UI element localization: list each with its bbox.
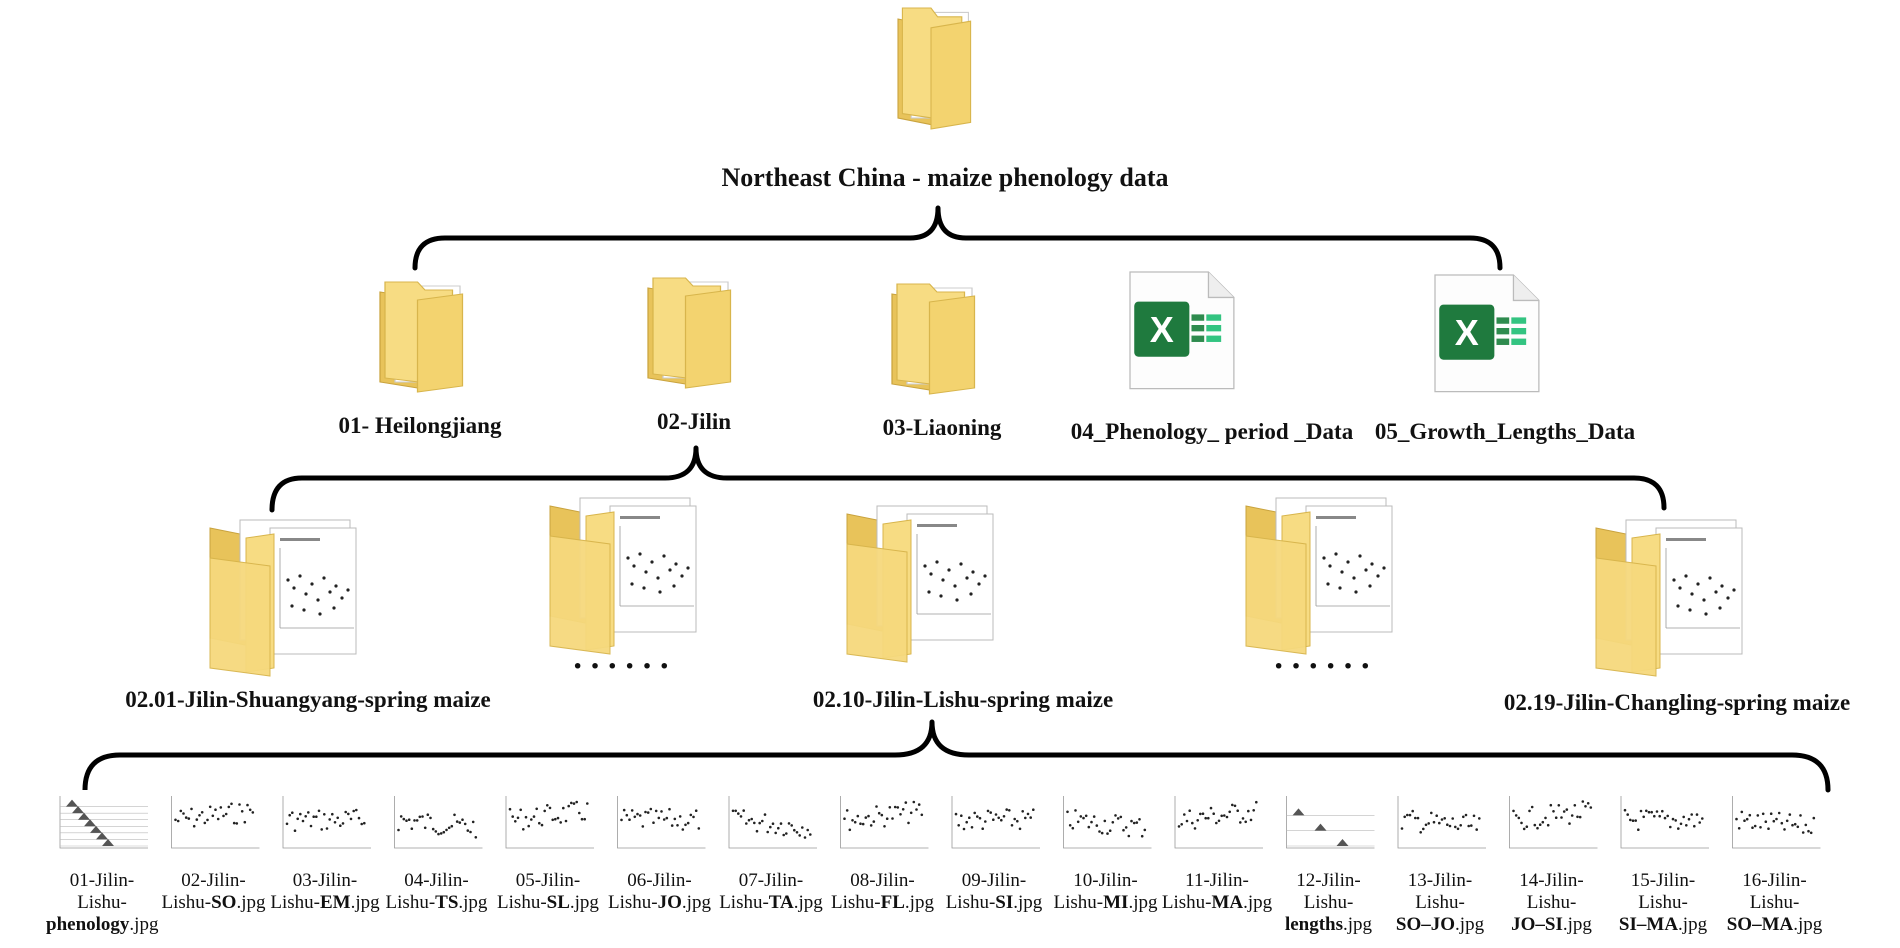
file-thumbnail[interactable] [1390,790,1490,856]
chart-folder-icon[interactable] [1595,519,1743,677]
file-label[interactable]: 14-Jilin-Lishu-JO–SI.jpg [1511,870,1592,935]
file-label[interactable]: 09-Jilin-Lishu-SI.jpg [945,870,1043,913]
file-thumbnail[interactable] [944,790,1044,856]
chart-folder-icon[interactable] [846,505,994,663]
file-label[interactable]: 04-Jilin-Lishu-TS.jpg [385,870,488,913]
chart-folder-icon[interactable] [1245,497,1393,655]
chart-folder-icon[interactable] [549,497,697,655]
file-thumbnail[interactable] [1724,790,1825,856]
folder-icon[interactable] [379,281,464,393]
excel-file-icon[interactable] [1129,271,1235,390]
file-label[interactable]: 07-Jilin-Lishu-TA.jpg [719,870,823,913]
file-thumbnail[interactable] [1167,790,1267,856]
file-label[interactable]: 05-Jilin-Lishu-SL.jpg [497,870,599,913]
file-label[interactable]: 10-Jilin-Lishu-MI.jpg [1053,870,1158,913]
file-label[interactable]: 12-Jilin-Lishu-lengths.jpg [1284,870,1373,935]
file-thumbnail[interactable] [1613,790,1713,856]
file-label[interactable]: 16-Jilin-Lishu-SO–MA.jpg [1726,870,1823,935]
file-thumbnails [52,790,1825,856]
file-thumbnail[interactable] [52,790,152,856]
level1-label-phenology-data: 04_Phenology_ period _Data [1070,419,1354,444]
file-label[interactable]: 06-Jilin-Lishu-JO.jpg [608,870,711,913]
file-thumbnail[interactable] [1501,790,1602,856]
file-thumbnail[interactable] [163,790,264,856]
root-label: Northeast China - maize phenology data [721,163,1169,192]
chart-folder-icon[interactable] [209,519,357,677]
file-label[interactable]: 01-Jilin-Lishu-phenology.jpg [46,870,159,935]
excel-file-icon[interactable] [1434,274,1540,393]
level1-label-jilin: 02-Jilin [656,409,732,434]
file-label[interactable]: 15-Jilin-Lishu-SI–MA.jpg [1618,870,1708,935]
ellipsis-right: ······ [1272,648,1378,685]
file-thumbnail[interactable] [609,790,710,856]
file-label[interactable]: 08-Jilin-Lishu-FL.jpg [831,870,934,913]
ellipsis-left: ······ [571,648,677,685]
level2-label-changling: 02.19-Jilin-Changling-spring maize [1503,690,1851,715]
bracket-connectors [82,205,1831,793]
file-label[interactable]: 02-Jilin-Lishu-SO.jpg [161,870,266,913]
file-thumbnail[interactable] [1055,790,1156,856]
file-label[interactable]: 13-Jilin-Lishu-SO–JO.jpg [1395,870,1485,935]
file-thumbnail[interactable] [275,790,375,856]
file-label[interactable]: 03-Jilin-Lishu-EM.jpg [270,870,380,913]
file-thumbnail[interactable] [386,790,487,856]
folder-icon[interactable] [891,283,976,395]
root-folder-icon[interactable] [897,7,972,130]
folder-icon[interactable] [647,277,732,389]
file-label[interactable]: 11-Jilin-Lishu-MA.jpg [1161,870,1273,913]
file-thumbnail[interactable] [832,790,933,856]
file-thumbnail[interactable] [498,790,598,856]
level2-label-lishu: 02.10-Jilin-Lishu-spring maize [812,687,1114,712]
level1-label-growth-lengths-data: 05_Growth_Lengths_Data [1374,419,1636,444]
level1-label-heilongjiang: 01- Heilongjiang [338,413,502,438]
level1-label-liaoning: 03-Liaoning [882,415,1002,440]
file-thumbnail[interactable] [1278,790,1379,856]
file-thumbnail[interactable] [721,790,821,856]
level2-label-shuangyang: 02.01-Jilin-Shuangyang-spring maize [125,687,491,712]
